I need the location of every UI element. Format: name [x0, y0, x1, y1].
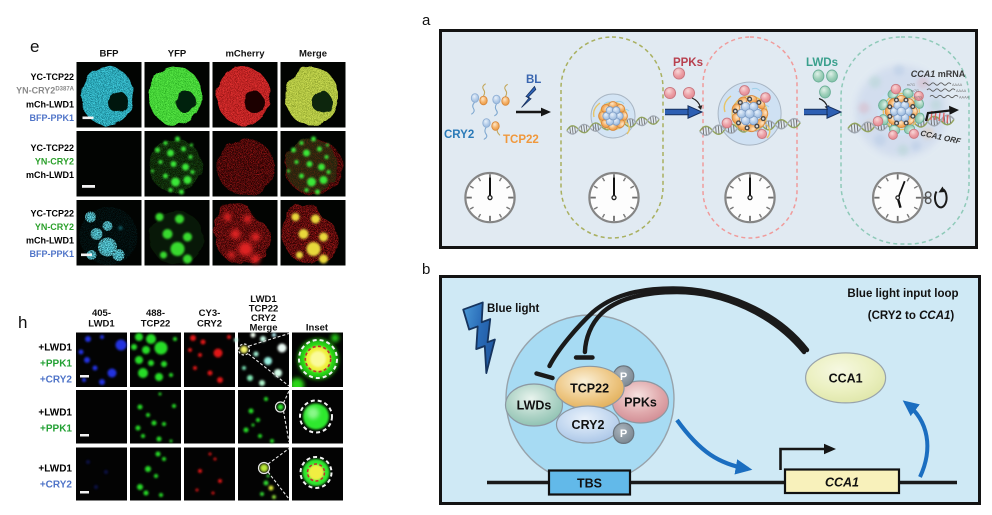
svg-text:LWDs: LWDs: [806, 57, 838, 69]
svg-text:CRY2: CRY2: [251, 313, 276, 324]
svg-text:YN-CRY2: YN-CRY2: [35, 157, 74, 167]
svg-text:P: P: [620, 371, 627, 383]
svg-text:AAAA: AAAA: [959, 96, 970, 100]
svg-text:BL: BL: [526, 74, 541, 86]
svg-text:mCh-LWD1: mCh-LWD1: [26, 236, 74, 246]
svg-text:YN-CRY2: YN-CRY2: [35, 222, 74, 232]
svg-text:TCP22: TCP22: [503, 134, 539, 146]
svg-text:LWD1: LWD1: [88, 319, 115, 330]
svg-text:+PPK1: +PPK1: [40, 424, 72, 435]
svg-text:a: a: [422, 12, 431, 29]
svg-text:PPKs: PPKs: [624, 396, 657, 410]
svg-text:Merge: Merge: [250, 323, 278, 334]
svg-text:+CRY2: +CRY2: [40, 480, 73, 491]
svg-text:b: b: [422, 261, 430, 278]
svg-text:LWDs: LWDs: [517, 399, 552, 413]
svg-text:LWD1: LWD1: [250, 294, 277, 305]
svg-text:CY3-: CY3-: [199, 308, 221, 319]
svg-text:+CRY2: +CRY2: [40, 375, 73, 386]
svg-text:CRY2: CRY2: [572, 418, 605, 432]
svg-text:BFP-PPK1: BFP-PPK1: [29, 113, 74, 123]
svg-text:mCh-LWD1: mCh-LWD1: [26, 170, 74, 180]
svg-text:m7G: m7G: [907, 83, 915, 87]
svg-text:405-: 405-: [92, 308, 111, 319]
svg-text:mCh-LWD1: mCh-LWD1: [26, 100, 74, 110]
svg-text:Blue light: Blue light: [487, 303, 540, 315]
svg-text:CRY2: CRY2: [197, 319, 222, 330]
svg-text:BFP: BFP: [100, 49, 120, 60]
svg-text:mCherry: mCherry: [225, 49, 265, 60]
svg-text:+LWD1: +LWD1: [38, 408, 72, 419]
svg-text:TCP22: TCP22: [249, 304, 279, 315]
svg-text:YN-CRY2D387A: YN-CRY2D387A: [16, 86, 75, 96]
svg-text:TCP22: TCP22: [141, 319, 171, 330]
svg-text:m7G: m7G: [911, 89, 919, 93]
svg-text:YFP: YFP: [168, 49, 187, 60]
svg-text:m7G: m7G: [914, 96, 922, 100]
svg-text:h: h: [18, 313, 27, 332]
svg-text:YC-TCP22: YC-TCP22: [30, 143, 74, 153]
svg-text:+LWD1: +LWD1: [38, 343, 72, 354]
svg-text:TCP22: TCP22: [570, 381, 609, 395]
svg-text:e: e: [30, 37, 39, 56]
svg-text:CCA1: CCA1: [825, 476, 859, 490]
svg-text:488-: 488-: [146, 308, 165, 319]
svg-text:(CRY2 to CCA1): (CRY2 to CCA1): [868, 310, 955, 322]
svg-text:AAAA: AAAA: [952, 83, 963, 87]
svg-text:PPKs: PPKs: [673, 57, 703, 69]
svg-text:BFP-PPK1: BFP-PPK1: [29, 249, 74, 259]
svg-text:YC-TCP22: YC-TCP22: [30, 209, 74, 219]
svg-text:Inset: Inset: [306, 323, 329, 334]
svg-text:TBS: TBS: [577, 477, 602, 491]
svg-text:+LWD1: +LWD1: [38, 464, 72, 475]
svg-text:YC-TCP22: YC-TCP22: [30, 72, 74, 82]
svg-text:+PPK1: +PPK1: [40, 359, 72, 370]
svg-text:Merge: Merge: [299, 49, 327, 60]
svg-text:P: P: [620, 428, 627, 440]
svg-text:Blue light input loop: Blue light input loop: [847, 288, 958, 300]
svg-text:CCA1: CCA1: [829, 372, 863, 386]
svg-text:CCA1 mRNA: CCA1 mRNA: [911, 69, 966, 79]
svg-text:AAAA: AAAA: [956, 89, 967, 93]
svg-text:CRY2: CRY2: [444, 129, 474, 141]
